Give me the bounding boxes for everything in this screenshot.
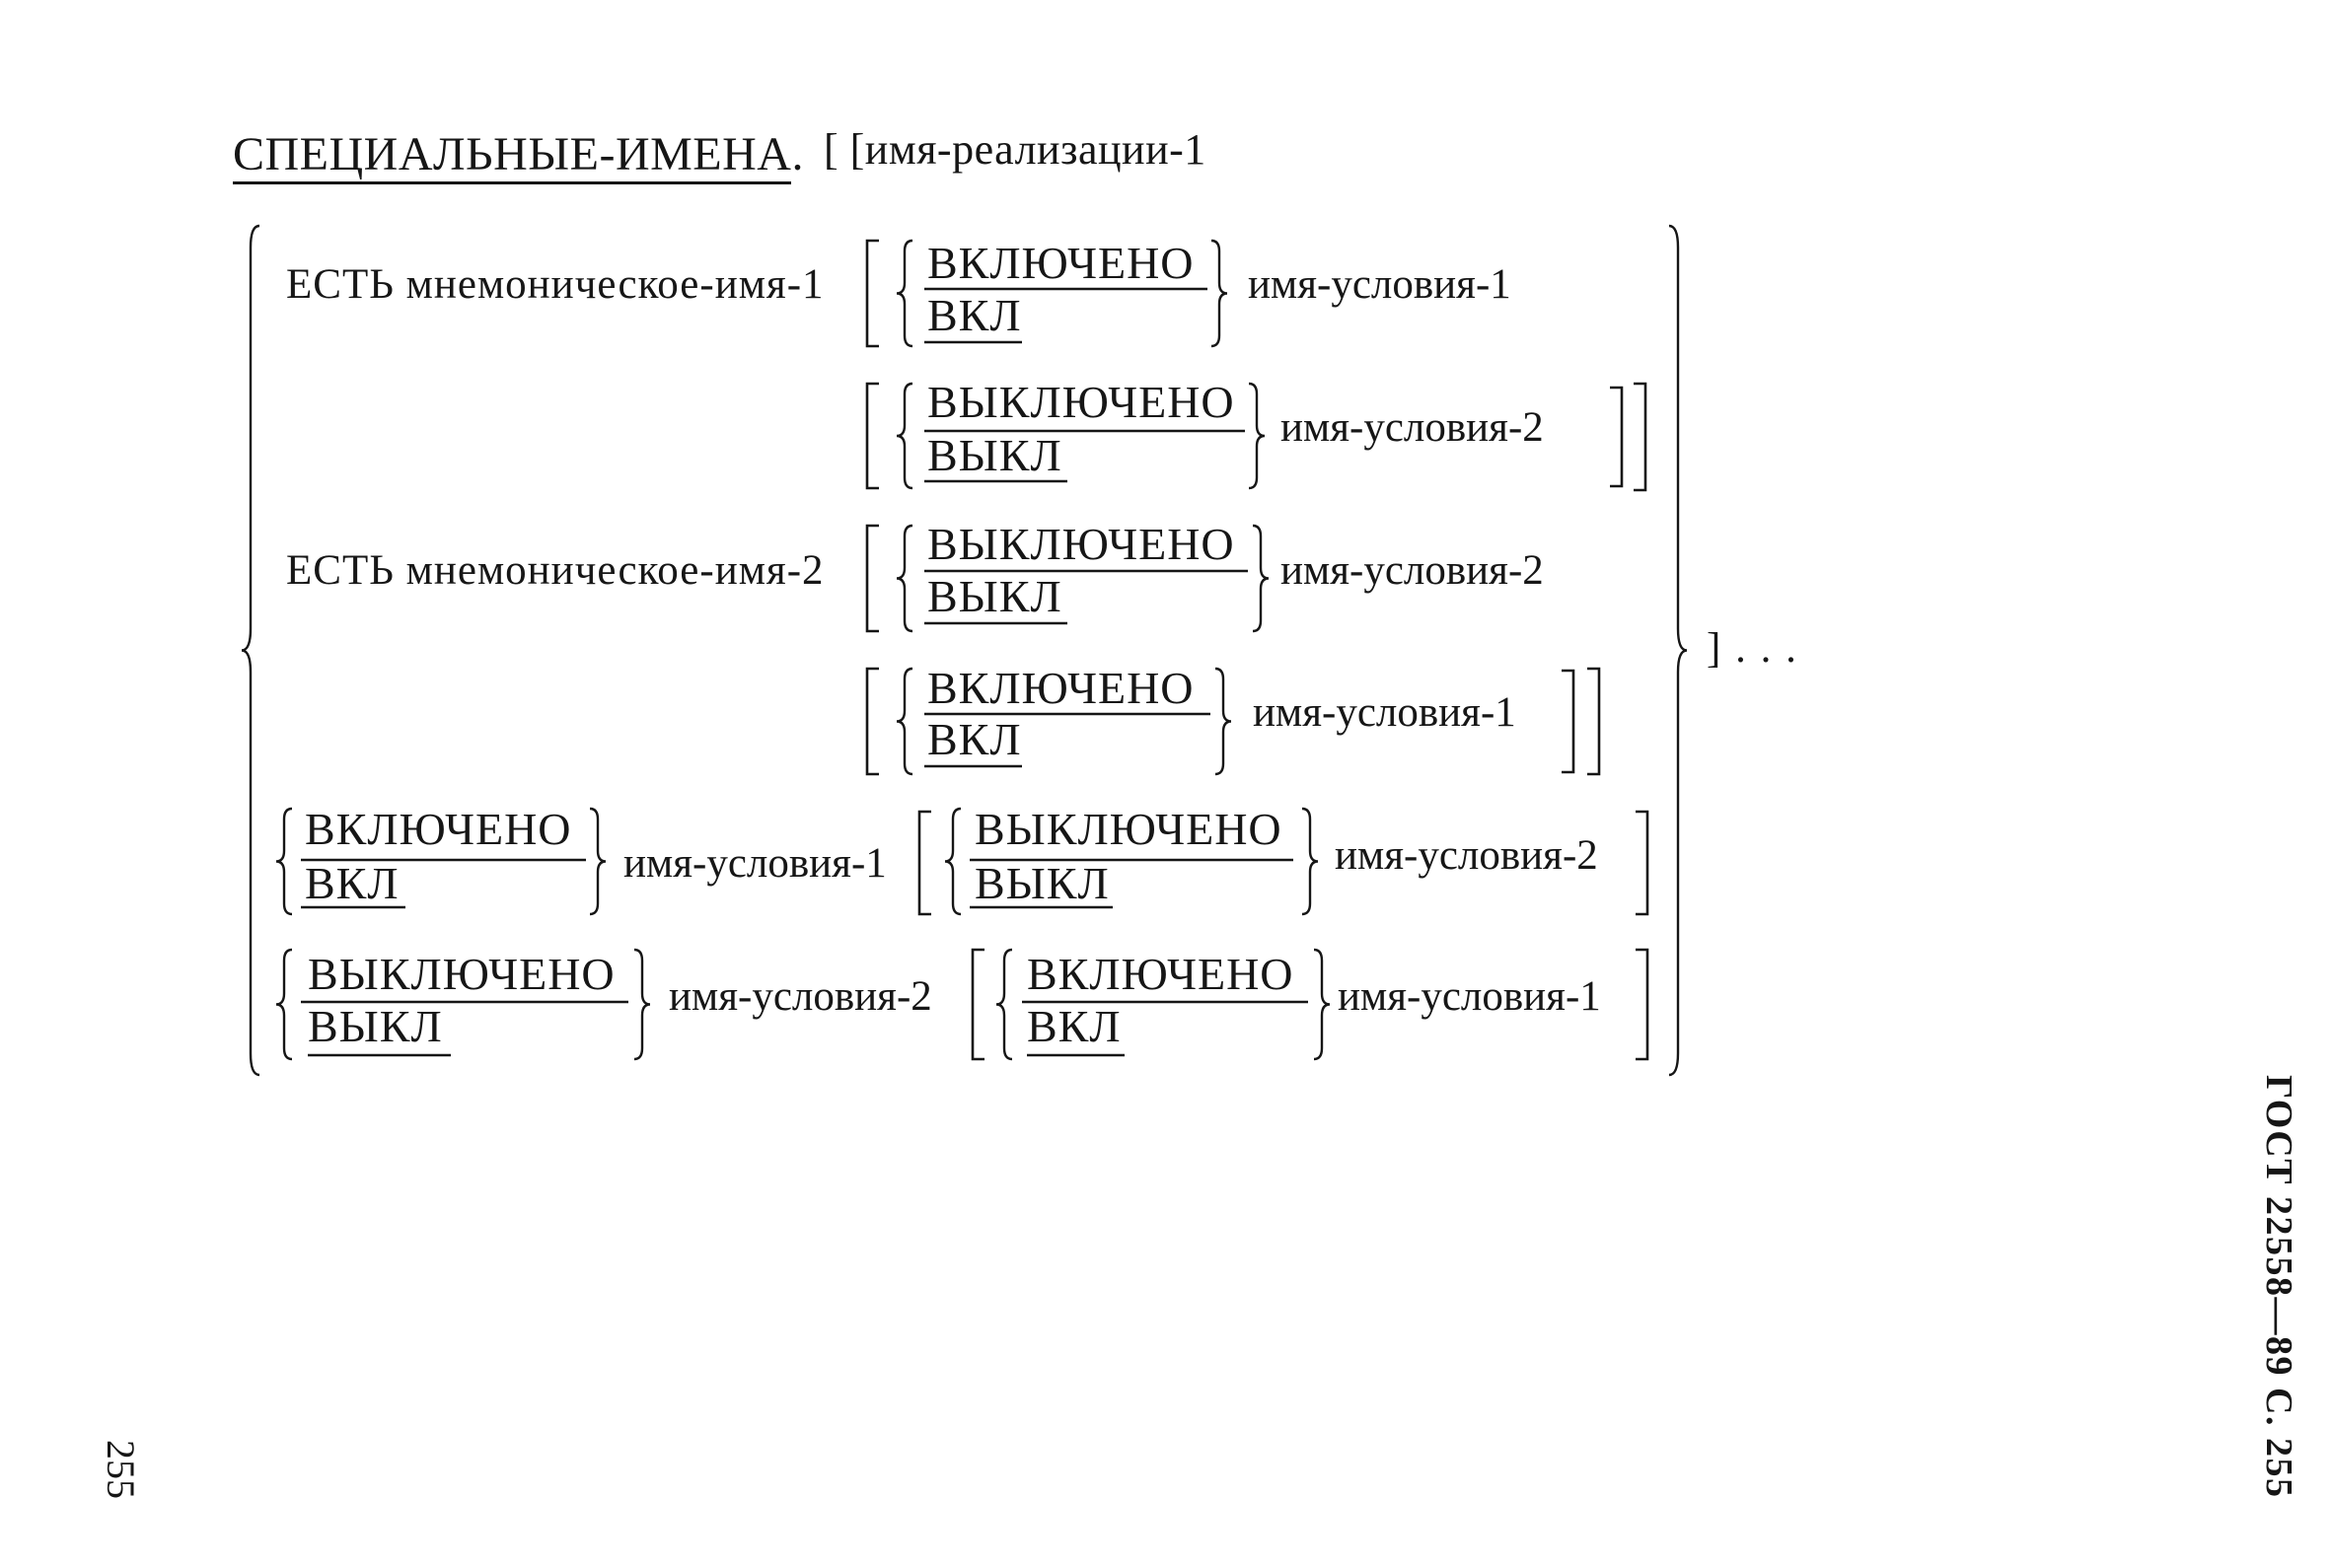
option-bottom-keyword: ВЫКЛ (308, 1001, 443, 1051)
outer-left-brace (241, 224, 260, 1077)
option-top-keyword: ВЫКЛЮЧЕНО (975, 804, 1282, 854)
condition-name: имя-условия-2 (1335, 832, 1598, 879)
condition-name: имя-условия-1 (1253, 689, 1516, 736)
special-names-keyword: СПЕЦИАЛЬНЫЕ-ИМЕНА (233, 131, 792, 184)
page-number: 255 (99, 1440, 143, 1499)
option-bottom-keyword: ВКЛ (927, 290, 1022, 340)
right-brace (1210, 239, 1228, 348)
condition-name: имя-условия-1 (1248, 261, 1511, 308)
option-top-keyword: ВКЛЮЧЕНО (927, 238, 1195, 288)
left-bracket (865, 382, 879, 490)
right-bracket (1634, 382, 1647, 492)
running-head: ГОСТ 22558—89 С. 255 (2258, 1075, 2299, 1499)
left-brace (896, 667, 913, 776)
option-bottom-keyword: ВЫКЛ (927, 571, 1062, 621)
condition-name: имя-условия-2 (1280, 547, 1544, 594)
header-period: . (791, 128, 804, 180)
right-brace (633, 948, 651, 1061)
condition-name: имя-условия-1 (1338, 973, 1601, 1020)
option-bottom-keyword: ВЫКЛ (975, 858, 1110, 908)
left-bracket (865, 524, 879, 633)
option-top-keyword: ВКЛЮЧЕНО (305, 804, 572, 854)
right-bracket (1636, 948, 1649, 1061)
right-bracket (1562, 669, 1575, 774)
right-brace (1301, 807, 1319, 916)
left-brace (275, 807, 293, 916)
left-bracket (865, 239, 879, 348)
paragraph-header: СПЕЦИАЛЬНЫЕ-ИМЕНА. (233, 131, 804, 184)
right-bracket (1587, 667, 1601, 776)
condition-name: имя-условия-1 (623, 840, 887, 887)
option-bottom-keyword: ВКЛ (927, 714, 1022, 764)
left-bracket (917, 810, 931, 916)
condition-name: имя-условия-2 (669, 973, 932, 1020)
mnemonic-clause-lead: ЕСТЬ мнемоническое-имя-1 (286, 261, 825, 308)
right-brace (1248, 382, 1266, 490)
option-bottom-keyword: ВКЛ (1027, 1001, 1122, 1051)
right-brace (1252, 524, 1270, 633)
left-brace (995, 948, 1013, 1061)
condition-name: имя-условия-2 (1280, 404, 1544, 451)
right-bracket (1610, 386, 1624, 488)
implementor-name-clause: [ [имя-реализации-1 (824, 125, 1206, 174)
outer-right-brace (1668, 224, 1688, 1077)
option-top-keyword: ВЫКЛЮЧЕНО (927, 519, 1235, 569)
option-top-keyword: ВКЛЮЧЕНО (927, 663, 1195, 713)
option-bottom-keyword: ВЫКЛ (927, 430, 1062, 480)
right-brace (589, 807, 607, 916)
left-bracket (971, 948, 984, 1061)
option-top-keyword: ВЫКЛЮЧЕНО (308, 949, 616, 999)
left-brace (896, 239, 913, 348)
right-brace (1214, 667, 1232, 776)
option-top-keyword: ВКЛЮЧЕНО (1027, 949, 1294, 999)
left-bracket (865, 667, 879, 776)
option-bottom-keyword: ВКЛ (305, 858, 400, 908)
right-bracket (1636, 810, 1649, 916)
repeat-marker: ] . . . (1707, 625, 1798, 672)
right-brace (1313, 948, 1331, 1061)
option-top-keyword: ВЫКЛЮЧЕНО (927, 377, 1235, 427)
left-brace (896, 524, 913, 633)
left-brace (944, 807, 962, 916)
mnemonic-clause-lead: ЕСТЬ мнемоническое-имя-2 (286, 547, 825, 594)
left-brace (896, 382, 913, 490)
left-brace (275, 948, 293, 1061)
